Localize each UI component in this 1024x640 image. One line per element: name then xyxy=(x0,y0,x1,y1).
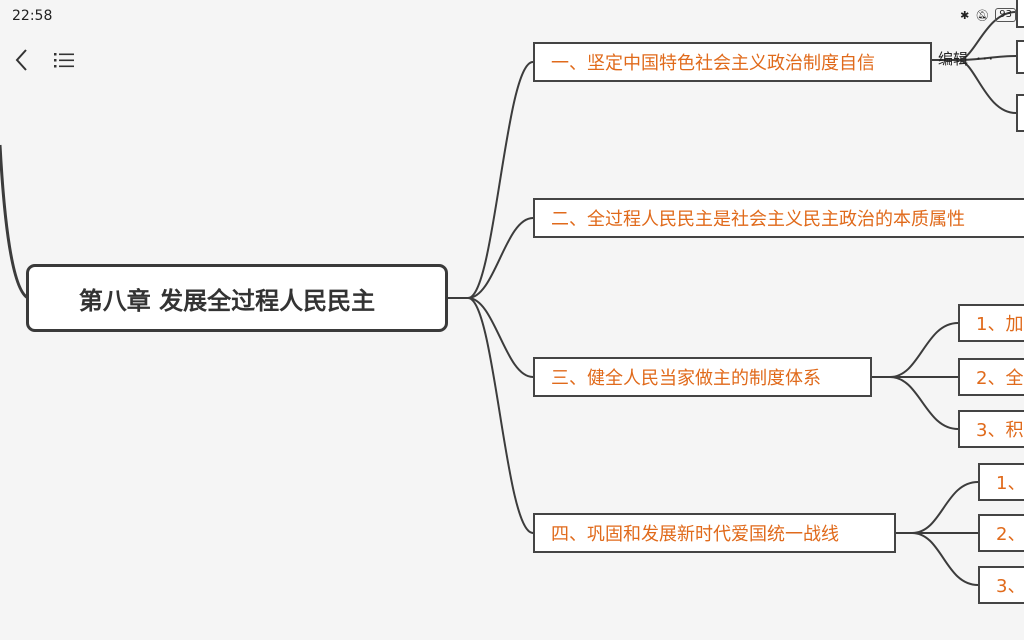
list-icon xyxy=(54,53,74,68)
battery-indicator: 93 xyxy=(995,8,1016,22)
node-edit-bar: 编辑 ··· xyxy=(938,48,994,69)
back-button[interactable] xyxy=(8,46,36,74)
child-node-stub[interactable] xyxy=(1016,0,1024,28)
bell-off-icon: 🔕︎ xyxy=(975,8,990,22)
branch-node-1[interactable]: 一、坚定中国特色社会主义政治制度自信 xyxy=(533,42,932,82)
child-node-3-2[interactable]: 2、全 xyxy=(958,358,1024,396)
child-node-3-3[interactable]: 3、积 xyxy=(958,410,1024,448)
child-node-3-1[interactable]: 1、加 xyxy=(958,304,1024,342)
status-icons: ✱ 🔕︎ 93 xyxy=(960,8,1016,22)
branch-node-4[interactable]: 四、巩固和发展新时代爱国统一战线 xyxy=(533,513,896,553)
chevron-left-icon xyxy=(15,49,27,71)
root-node[interactable]: 第八章 发展全过程人民民主 xyxy=(26,264,448,332)
child-node-4-2[interactable]: 2、 xyxy=(978,514,1024,552)
status-time: 22:58 xyxy=(12,8,53,24)
branch-node-2[interactable]: 二、全过程人民民主是社会主义民主政治的本质属性 xyxy=(533,198,1024,238)
more-options-button[interactable]: ··· xyxy=(976,49,995,68)
child-node-4-1[interactable]: 1、 xyxy=(978,463,1024,501)
outline-button[interactable] xyxy=(50,46,78,74)
child-node-stub[interactable] xyxy=(1016,94,1024,132)
branch-node-3[interactable]: 三、健全人民当家做主的制度体系 xyxy=(533,357,872,397)
edit-button[interactable]: 编辑 xyxy=(938,50,969,68)
child-node-4-3[interactable]: 3、 xyxy=(978,566,1024,604)
child-node-stub[interactable] xyxy=(1016,40,1024,74)
bluetooth-icon: ✱ xyxy=(960,8,970,22)
